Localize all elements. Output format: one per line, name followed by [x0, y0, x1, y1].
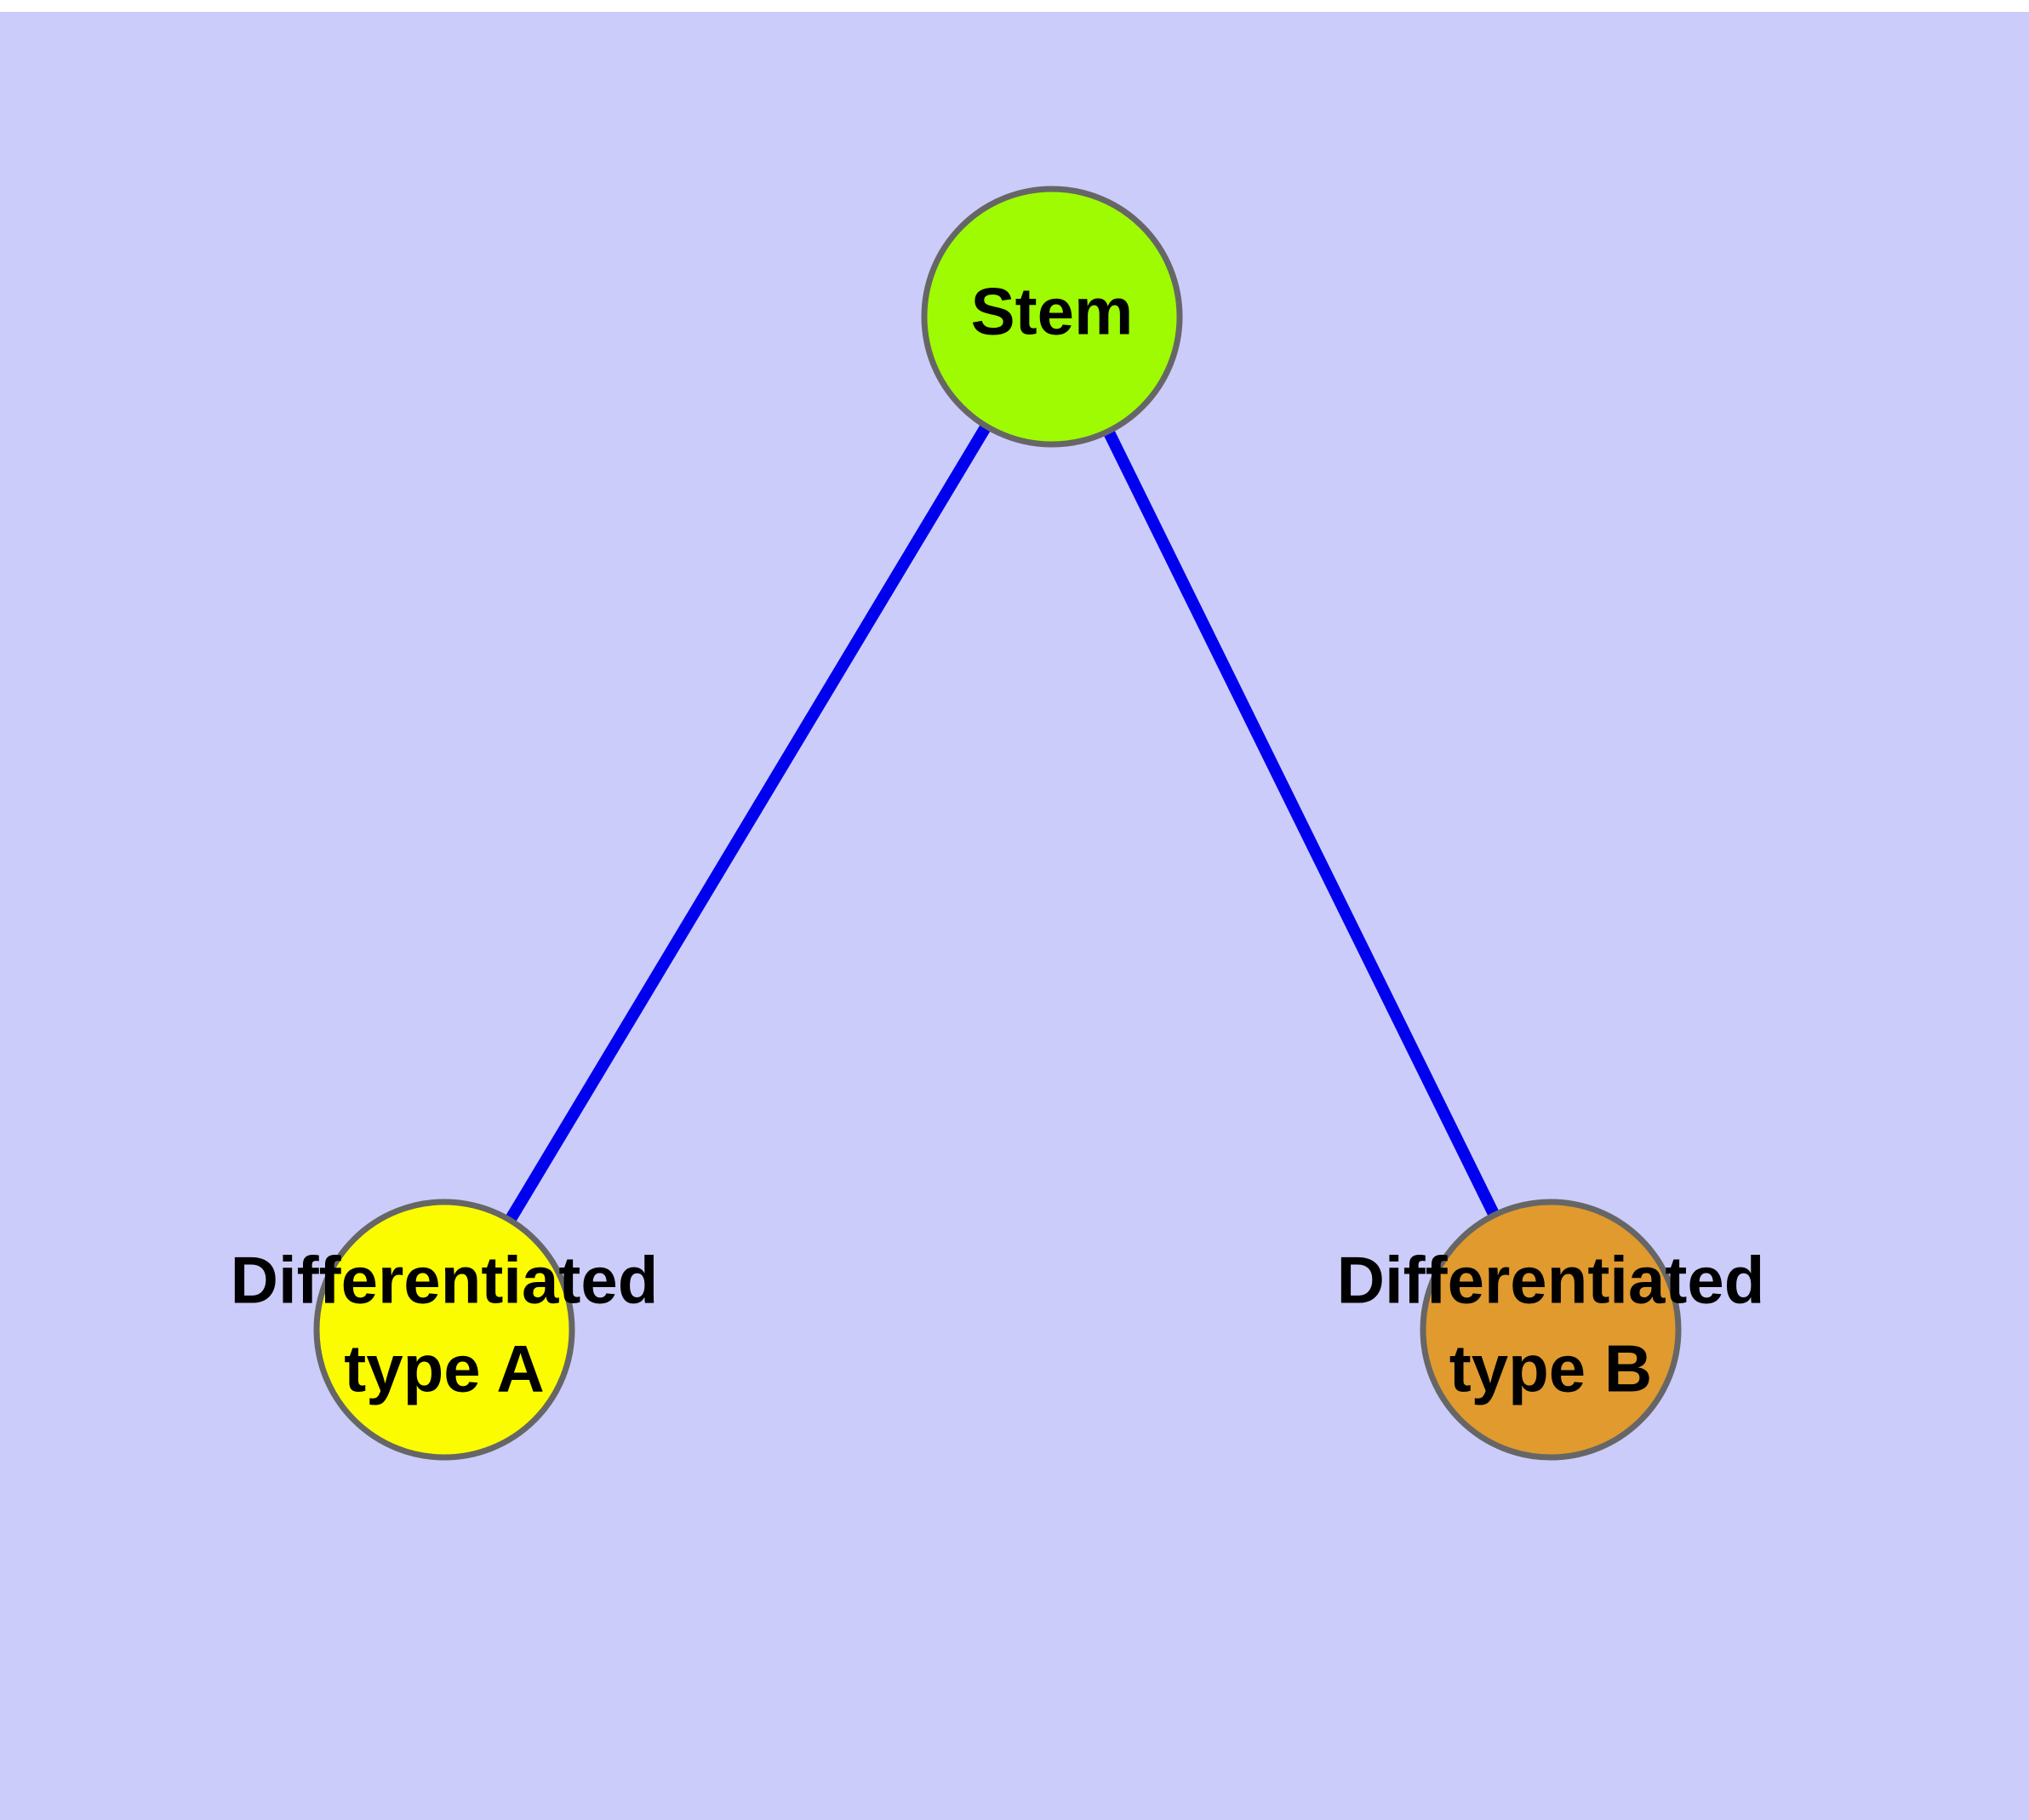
node-layer — [313, 186, 1682, 1461]
node-stem-label: Stem — [971, 274, 1134, 349]
edge-layer — [506, 424, 1500, 1222]
edge-stem-to-differentiated-type-a[interactable] — [506, 424, 991, 1222]
node-stem[interactable] — [921, 186, 1183, 448]
node-differentiated-type-a-label-line-2: type A — [344, 1331, 545, 1406]
node-differentiated-type-b-label-line-1: Differentiated — [1337, 1243, 1765, 1318]
node-differentiated-type-a-label-line-1: Differentiated — [231, 1243, 659, 1318]
node-differentiated-type-a-circle[interactable] — [313, 1199, 575, 1461]
node-differentiated-type-b-label-line-2: type B — [1449, 1331, 1652, 1406]
node-differentiated-type-a[interactable] — [313, 1199, 575, 1461]
label-layer: Stem Differentiated type A Differentiate… — [231, 274, 1765, 1406]
node-differentiated-type-b-circle[interactable] — [1420, 1199, 1682, 1461]
node-differentiated-type-a-label: Differentiated type A — [231, 1243, 659, 1406]
node-stem-circle[interactable] — [921, 186, 1183, 448]
edge-stem-to-differentiated-type-b[interactable] — [1103, 430, 1500, 1216]
node-differentiated-type-b[interactable] — [1420, 1199, 1682, 1461]
node-differentiated-type-b-label: Differentiated type B — [1337, 1243, 1765, 1406]
